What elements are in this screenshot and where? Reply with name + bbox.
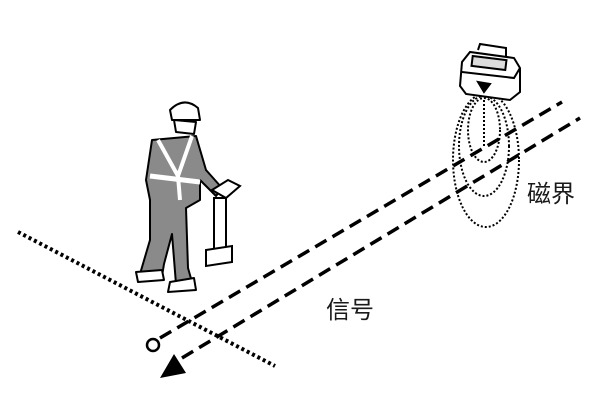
direction-triangle-icon [160, 354, 186, 378]
buried-line-lower [181, 116, 581, 360]
worker-figure [135, 101, 223, 293]
magnetic-field-label: 磁界 [527, 180, 575, 208]
transmitter-device-icon [458, 42, 521, 102]
ground-reference-line [17, 230, 276, 368]
line-end-circle-icon [145, 337, 161, 353]
buried-line-upper [159, 100, 563, 340]
signal-label: 信号 [326, 296, 374, 324]
locator-receiver-icon [205, 178, 242, 268]
